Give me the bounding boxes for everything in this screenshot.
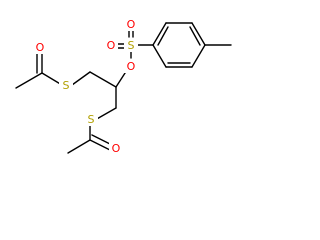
atom-o-carbonyl-top: O [36, 41, 45, 54]
atom-s-sulfonyl: S [128, 39, 135, 52]
molecule-diagram: S O O S O O S O [15, 17, 232, 155]
atom-o-ester: O [127, 60, 136, 73]
bond-ch2-s-bottom [94, 107, 117, 121]
ring-bond-4 [191, 44, 206, 68]
bonds [15, 22, 232, 154]
ring-bond-6 [152, 44, 167, 68]
ring-double-2 [189, 26, 201, 46]
bond-s-ch2-top [71, 71, 91, 86]
bond-ch2-ch-top [89, 71, 117, 88]
ring-double-1 [157, 26, 169, 46]
atom-labels: S O O S O O S O [33, 17, 138, 155]
atom-o-sulfonyl-top: O [127, 18, 136, 31]
bond-carbonyl-o-bottom-b [91, 134, 113, 146]
bond-carbonyl-o-bottom-a [89, 139, 111, 151]
ring-bond-3 [191, 22, 206, 46]
atom-s-left: S [63, 79, 70, 92]
bond-carbonyl-s-top [41, 72, 63, 86]
bond-carbonyl-methyl-bottom [67, 139, 91, 154]
atom-o-carbonyl-bottom: O [112, 142, 121, 155]
structure-canvas: S O O S O O S O [15, 17, 232, 155]
atom-s-bottom: S [88, 113, 95, 126]
atom-o-sulfonyl-left: O [107, 39, 116, 52]
bond-methyl-carbonyl-top [15, 72, 43, 89]
ring-bond-1 [152, 22, 167, 46]
